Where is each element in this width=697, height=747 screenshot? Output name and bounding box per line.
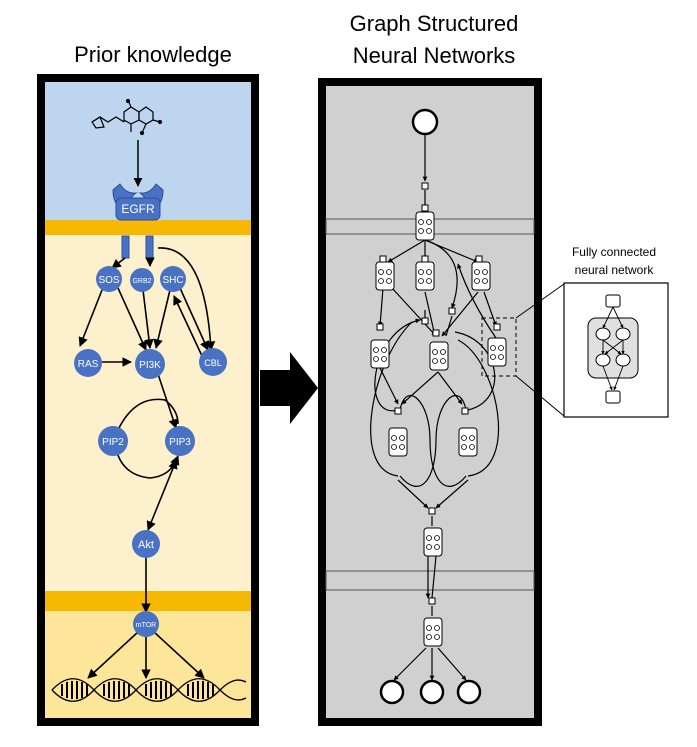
right-panel-title-line2: Neural Networks — [353, 43, 516, 68]
node-grb2: GRB2 — [130, 268, 154, 292]
nn-module-cbl — [487, 337, 507, 367]
nn-module-egfr — [415, 211, 435, 241]
nn-edges — [370, 134, 500, 681]
egfr-label: EGFR — [121, 202, 155, 216]
nn-module-akt — [423, 527, 443, 557]
svg-text:Akt: Akt — [138, 539, 154, 551]
dna-helix-icon — [51, 678, 247, 702]
node-ras: RAS — [74, 349, 102, 377]
ligand-molecule-icon — [91, 98, 163, 136]
svg-text:RAS: RAS — [78, 359, 99, 370]
nn-module-sos — [375, 261, 395, 291]
node-pip2: PIP2 — [98, 426, 128, 456]
output-node-3 — [456, 679, 482, 705]
node-cbl: CBL — [199, 348, 227, 376]
nn-module-pi3k — [429, 341, 449, 371]
pathway-edges — [78, 247, 216, 679]
connector-nodes — [376, 182, 501, 605]
right-panel-title-line1: Graph Structured — [350, 11, 519, 36]
nn-module-pip3 — [458, 427, 478, 457]
output-node-1 — [379, 679, 405, 705]
svg-text:PI3K: PI3K — [139, 360, 161, 371]
left-panel-title: Prior knowledge — [74, 42, 232, 67]
svg-text:SHC: SHC — [162, 275, 183, 286]
prior-knowledge-panel: EGFR SOS — [37, 74, 259, 726]
node-pip3: PIP3 — [165, 426, 195, 456]
svg-text:SOS: SOS — [98, 275, 119, 286]
node-akt: Akt — [132, 530, 160, 558]
nn-module-mtor — [423, 617, 443, 647]
svg-text:mTOR: mTOR — [136, 622, 156, 629]
nn-module-ras — [370, 339, 390, 369]
nuclear-membrane-band — [45, 591, 251, 611]
egfr-receptor: EGFR — [112, 183, 164, 259]
nuclear-band-outline — [325, 570, 535, 591]
cell-membrane-band — [45, 220, 251, 235]
node-shc: SHC — [160, 266, 186, 292]
node-pi3k: PI3K — [135, 349, 165, 379]
graph-nn-panel — [318, 78, 542, 726]
module-highlight-box — [481, 317, 517, 377]
node-mtor: mTOR — [133, 611, 159, 637]
output-node-2 — [419, 679, 445, 705]
svg-text:PIP3: PIP3 — [169, 437, 191, 448]
transform-arrow — [260, 352, 318, 424]
input-node — [411, 108, 439, 136]
callout-label-line2: neural network — [575, 263, 655, 277]
svg-text:GRB2: GRB2 — [132, 278, 151, 285]
fully-connected-callout: Fully connected neural network — [515, 245, 669, 418]
svg-text:PIP2: PIP2 — [102, 437, 124, 448]
nn-module-shc — [471, 261, 491, 291]
node-sos: SOS — [96, 266, 122, 292]
svg-text:CBL: CBL — [204, 358, 222, 368]
callout-label-line1: Fully connected — [572, 245, 656, 259]
nn-module-pip2 — [388, 427, 408, 457]
nn-module-grb2 — [415, 261, 435, 291]
